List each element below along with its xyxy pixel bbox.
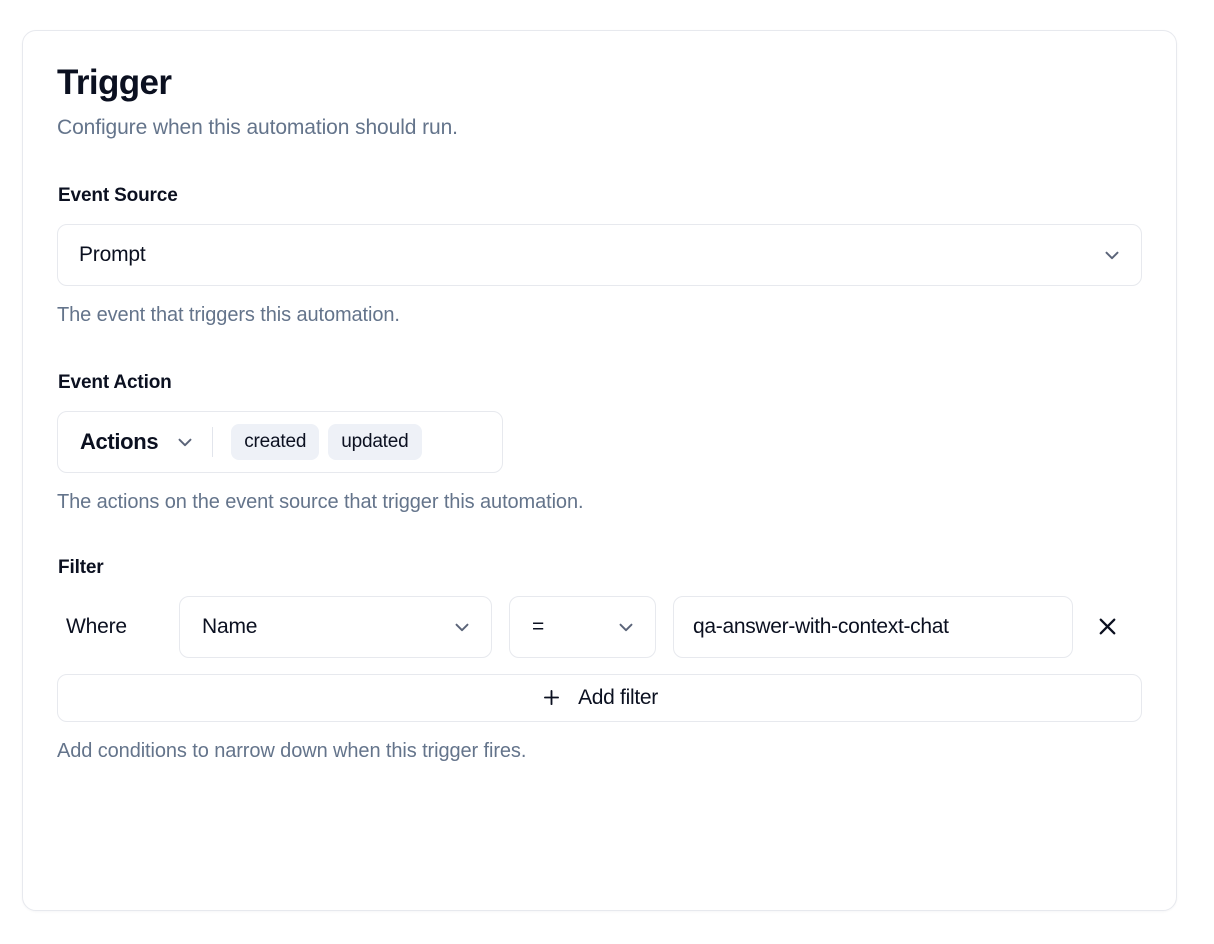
plus-icon <box>544 690 560 706</box>
close-icon <box>1099 618 1115 635</box>
filter-value-input[interactable] <box>693 614 1053 639</box>
filter-value-input-wrap[interactable] <box>673 595 1073 658</box>
chevron-down-icon <box>619 623 633 631</box>
event-action-dropdown-trigger[interactable]: Actions <box>80 429 196 455</box>
chevron-down-icon <box>1105 251 1119 260</box>
event-action-field: Event Action Actions created updated The… <box>57 372 1142 515</box>
event-source-value: Prompt <box>79 243 146 267</box>
filter-row: Where Name = <box>57 595 1142 658</box>
event-action-chip[interactable]: updated <box>328 424 422 461</box>
event-action-chip-list: created updated <box>231 424 422 461</box>
event-action-chip[interactable]: created <box>231 424 320 461</box>
chevron-down-icon <box>178 438 192 447</box>
chevron-down-icon <box>455 623 469 631</box>
filter-operator-value: = <box>532 614 545 638</box>
divider <box>212 427 214 458</box>
filter-operator-select[interactable]: = <box>509 595 656 658</box>
event-source-select[interactable]: Prompt <box>57 224 1142 287</box>
event-source-field: Event Source Prompt The event that trigg… <box>57 185 1142 328</box>
page-subtitle: Configure when this automation should ru… <box>57 116 458 140</box>
event-source-help: The event that triggers this automation. <box>57 304 400 327</box>
remove-filter-button[interactable] <box>1081 601 1133 653</box>
page-title: Trigger <box>57 63 172 102</box>
event-action-help: The actions on the event source that tri… <box>57 491 584 514</box>
filter-label: Filter <box>58 557 104 579</box>
event-action-trigger-label: Actions <box>80 429 159 455</box>
filter-field-select[interactable]: Name <box>179 595 492 658</box>
trigger-card: Trigger Configure when this automation s… <box>22 30 1177 911</box>
filter-field: Filter Where Name = <box>57 557 1142 764</box>
add-filter-button[interactable]: Add filter <box>57 673 1142 722</box>
filter-help: Add conditions to narrow down when this … <box>57 739 527 762</box>
event-source-label: Event Source <box>58 185 178 207</box>
filter-field-value: Name <box>202 614 258 638</box>
event-action-label: Event Action <box>58 372 172 394</box>
add-filter-label: Add filter <box>578 685 658 709</box>
where-label: Where <box>66 614 127 638</box>
event-action-multiselect[interactable]: Actions created updated <box>57 411 503 474</box>
